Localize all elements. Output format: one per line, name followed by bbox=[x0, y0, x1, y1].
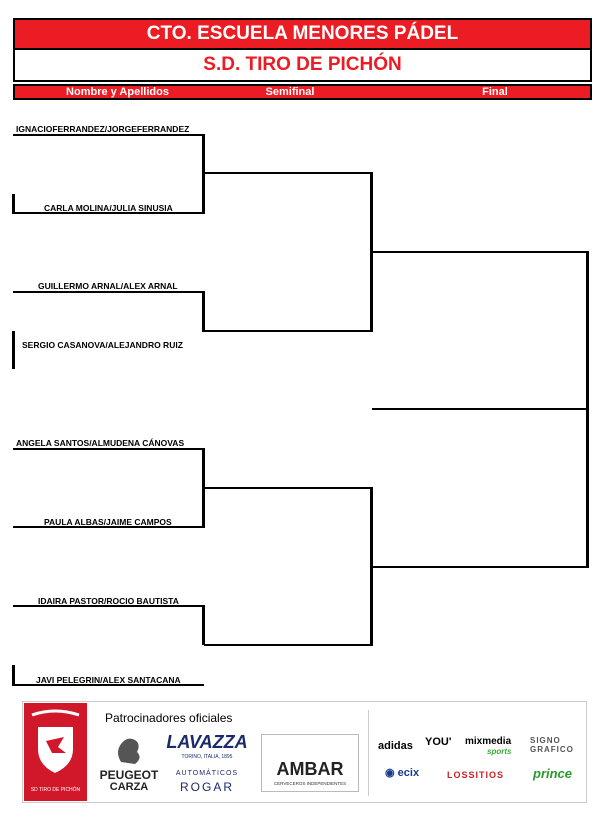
bracket-line bbox=[202, 605, 205, 645]
divider bbox=[368, 710, 369, 796]
bracket-line bbox=[202, 330, 204, 332]
semifinal-line bbox=[204, 644, 372, 646]
club-shield-icon bbox=[31, 709, 80, 773]
player-pair-5: ANGELA SANTOS/ALMUDENA CÁNOVAS bbox=[16, 438, 185, 448]
player-pair-3: GUILLERMO ARNAL/ALEX ARNAL bbox=[38, 281, 178, 291]
final-connector bbox=[586, 251, 589, 568]
column-header-bar: Nombre y Apellidos Semifinal Final bbox=[13, 84, 592, 100]
rogar-text: ROGAR bbox=[179, 780, 234, 794]
player-pair-6: PAULA ALBAS/JAIME CAMPOS bbox=[44, 517, 172, 527]
automaticos-text: AUTOMÁTICOS bbox=[175, 770, 239, 777]
peugeot-text: PEUGEOT bbox=[99, 768, 159, 782]
champion-line bbox=[372, 408, 586, 410]
signo-grafico-text: GRAFICO bbox=[530, 745, 574, 754]
player-pair-8: JAVI PELEGRIN/ALEX SANTACANA bbox=[36, 675, 181, 685]
adidas-logo: adidas bbox=[378, 740, 413, 752]
ambar-logo: AMBAR CERVECEROS INDEPENDIENTES bbox=[261, 734, 359, 792]
bracket-line bbox=[13, 134, 204, 136]
final-line bbox=[372, 566, 589, 568]
bracket-line bbox=[202, 448, 205, 528]
lavazza-subtext: TORINO, ITALIA, 1895 bbox=[181, 754, 233, 760]
semifinal-connector bbox=[370, 172, 373, 332]
bracket-line bbox=[13, 448, 204, 450]
semifinal-line bbox=[204, 487, 372, 489]
bracket-line bbox=[13, 684, 204, 686]
lavazza-logo: LAVAZZA TORINO, ITALIA, 1895 AUTOMÁTICOS… bbox=[166, 732, 248, 796]
sponsors-panel: SD TIRO DE PICHÓN Patrocinadores oficial… bbox=[22, 701, 587, 803]
final-line bbox=[372, 251, 589, 253]
bracket-line bbox=[202, 291, 205, 331]
ecix-logo: ◉ ecix bbox=[385, 767, 420, 779]
club-logo-label: SD TIRO DE PICHÓN bbox=[30, 787, 81, 793]
column-semifinal-label: Semifinal bbox=[265, 86, 315, 98]
column-names-label: Nombre y Apellidos bbox=[66, 86, 169, 98]
column-final-label: Final bbox=[482, 86, 508, 98]
mixmedia-logo: mixmedia bbox=[465, 736, 512, 747]
player-pair-7: IDAIRA PASTOR/ROCIO BAUTISTA bbox=[38, 596, 179, 606]
bracket-line bbox=[13, 526, 204, 528]
carza-text: CARZA bbox=[109, 781, 149, 793]
bracket-line bbox=[12, 665, 15, 686]
player-pair-2: CARLA MOLINA/JULIA SINUSIA bbox=[44, 203, 173, 213]
bracket-line bbox=[13, 212, 204, 214]
mixmedia-sports-text: sports bbox=[487, 747, 512, 756]
bracket-line bbox=[13, 291, 204, 293]
club-logo: SD TIRO DE PICHÓN bbox=[24, 703, 87, 801]
semifinal-line bbox=[204, 172, 372, 174]
prince-logo: prince bbox=[533, 766, 573, 781]
semifinal-connector bbox=[370, 487, 373, 646]
bracket-line bbox=[13, 605, 204, 607]
ambar-text: AMBAR bbox=[276, 759, 344, 779]
signo-logo: SIGNO bbox=[530, 736, 561, 745]
ecix-text: ecix bbox=[397, 767, 420, 779]
lossitios-logo: LOSSITIOS bbox=[447, 770, 505, 780]
player-pair-4: SERGIO CASANOVA/ALEJANDRO RUIZ bbox=[22, 340, 183, 350]
ambar-subtext: CERVECEROS INDEPENDIENTES bbox=[273, 781, 347, 786]
semifinal-line bbox=[204, 330, 372, 332]
bracket-line bbox=[12, 331, 15, 369]
tournament-title: CTO. ESCUELA MENORES PÁDEL bbox=[13, 18, 592, 50]
bracket-line bbox=[12, 194, 15, 214]
lavazza-text: LAVAZZA bbox=[166, 732, 248, 752]
lion-icon bbox=[118, 738, 140, 764]
club-subtitle: S.D. TIRO DE PICHÓN bbox=[13, 50, 592, 82]
sponsors-heading: Patrocinadores oficiales bbox=[105, 711, 233, 725]
bracket-line bbox=[202, 134, 205, 214]
you-logo: YOU' bbox=[425, 736, 452, 748]
player-pair-1: IGNACIOFERRANDEZ/JORGEFERRANDEZ bbox=[16, 124, 190, 134]
peugeot-logo: PEUGEOT CARZA bbox=[95, 734, 163, 796]
